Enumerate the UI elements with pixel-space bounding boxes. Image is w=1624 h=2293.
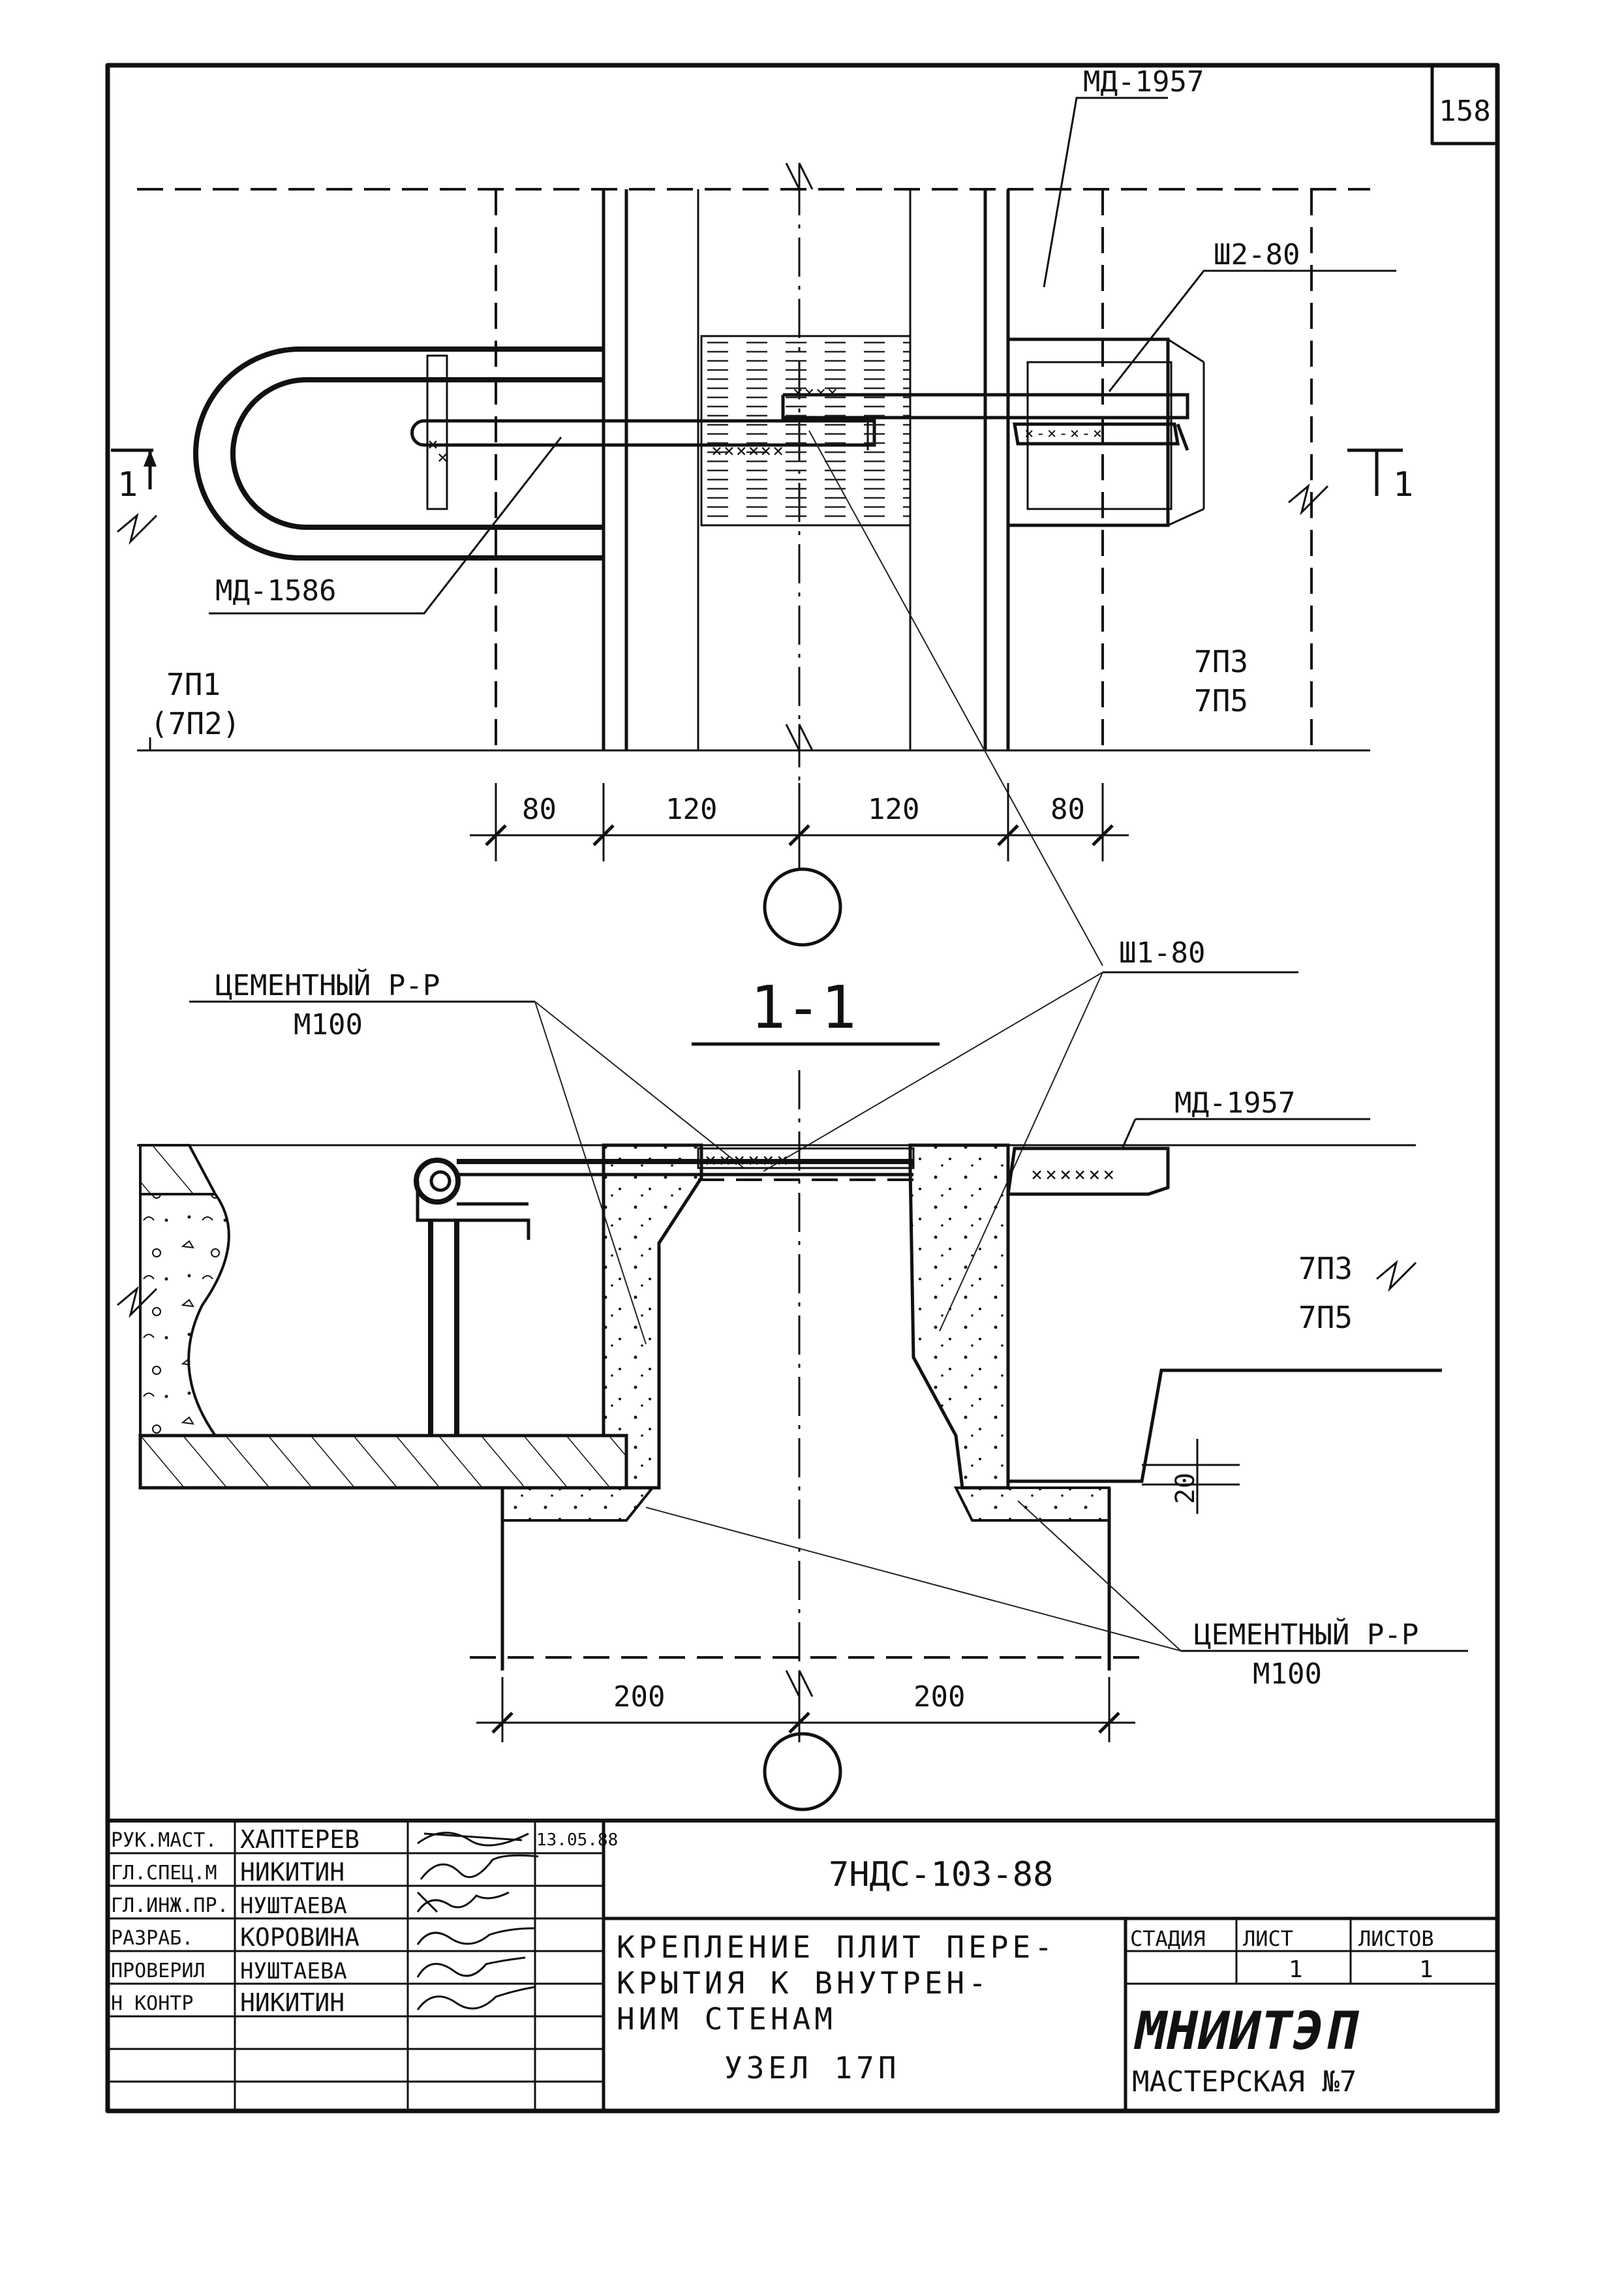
label-plan-left-panels-2: (7П2) [150, 706, 240, 741]
name-0: ХАПТЕРЕВ [240, 1825, 360, 1854]
organization-name: МНИИТЭП [1133, 2001, 1360, 2061]
svg-text:×: × [427, 433, 438, 455]
name-3: КОРОВИНА [240, 1923, 360, 1952]
label-plan-right-panels-1: 7П3 [1194, 644, 1248, 679]
sheets-label: ЛИСТОВ [1358, 1926, 1434, 1951]
role-1: ГЛ.СПЕЦ.М [111, 1862, 217, 1885]
name-1: НИКИТИН [240, 1858, 345, 1886]
role-5: Н КОНТР [111, 1992, 193, 2015]
svg-text:200: 200 [613, 1680, 665, 1714]
role-2: ГЛ.ИНЖ.ПР. [111, 1894, 229, 1917]
sheet-number: 158 [1439, 95, 1490, 128]
plan-view: × × ×××××× ×××× ×-×-×-× 1 1 [111, 65, 1413, 966]
svg-text:120: 120 [666, 793, 717, 826]
role-4: ПРОВЕРИЛ [111, 1960, 206, 1982]
label-gap: 20 [1171, 1473, 1201, 1504]
sign-date: 13.05.88 [536, 1830, 618, 1850]
role-0: РУК.МАСТ. [111, 1829, 217, 1852]
role-3: РАЗРАБ. [111, 1927, 193, 1950]
drawing-title-line-0: КРЕПЛЕНИЕ ПЛИТ ПЕРЕ- [617, 1930, 1056, 1965]
title-block: РУК.МАСТ. ГЛ.СПЕЦ.М ГЛ.ИНЖ.ПР. РАЗРАБ. П… [106, 1819, 1499, 2113]
workshop-name: МАСТЕРСКАЯ №7 [1132, 2065, 1356, 2099]
label-section-right-panels-1: 7П3 [1298, 1251, 1353, 1286]
drawing-title-line-2: НИМ СТЕНАМ [617, 2001, 836, 2037]
drawing-title-line-3: УЗЕЛ 17П [724, 2050, 900, 2085]
hatched-plate [700, 335, 912, 527]
label-md1957-top: МД-1957 [1083, 65, 1204, 99]
sheet-value: 1 [1289, 1956, 1303, 1983]
svg-text:1: 1 [117, 465, 138, 504]
axis-marker-bottom [763, 1732, 842, 1811]
svg-text:×-×-×-×: ×-×-×-× [1024, 424, 1104, 442]
svg-text:80: 80 [1050, 793, 1085, 826]
label-sh2-80: Ш2-80 [1214, 238, 1300, 271]
svg-text:200: 200 [913, 1680, 965, 1714]
section-title: 1-1 [750, 974, 857, 1042]
document-code: 7НДС-103-88 [829, 1855, 1053, 1894]
label-md1957-section: МД-1957 [1174, 1086, 1295, 1120]
name-4: НУШТАЕВА [240, 1958, 347, 1984]
signatures [416, 1832, 539, 2010]
label-cement-bottom-2: М100 [1253, 1657, 1322, 1691]
sheet-number-box: 158 [1430, 63, 1499, 146]
sheets-value: 1 [1419, 1956, 1433, 1983]
svg-text:××××××: ×××××× [1031, 1163, 1117, 1186]
stage-label: СТАДИЯ [1130, 1926, 1206, 1951]
sheet-label: ЛИСТ [1243, 1926, 1293, 1951]
drawing-title-line-1: КРЫТИЯ К ВНУТРЕН- [617, 1965, 990, 2001]
axis-marker-top [763, 867, 842, 947]
name-2: НУШТАЕВА [240, 1893, 347, 1919]
plan-dimension-chain: 80 120 120 80 [470, 783, 1129, 861]
label-plan-left-panels-1: 7П1 [166, 667, 221, 702]
label-cement-top-2: М100 [294, 1008, 363, 1041]
section-mark-left: 1 [111, 448, 157, 504]
section-mark-right: 1 [1347, 448, 1413, 504]
label-cement-bottom-1: ЦЕМЕНТНЫЙ Р-Р [1194, 1617, 1418, 1652]
svg-text:80: 80 [522, 793, 557, 826]
section-dimension-chain: 200 200 [476, 1677, 1135, 1742]
svg-text:120: 120 [868, 793, 919, 826]
label-plan-right-panels-2: 7П5 [1194, 683, 1248, 718]
section-view: 1-1 ЦЕМЕНТНЫЙ Р-Р М100 Ш1-80 МД-1957 [117, 936, 1468, 1811]
label-md1586: МД-1586 [215, 574, 336, 608]
label-section-right-panels-2: 7П5 [1298, 1300, 1353, 1335]
svg-text:××××××: ×××××× [711, 440, 785, 461]
svg-text:××××: ×××× [793, 383, 839, 403]
name-5: НИКИТИН [240, 1988, 345, 2017]
label-cement-top-1: ЦЕМЕНТНЫЙ Р-Р [215, 968, 440, 1002]
svg-text:××××××: ×××××× [705, 1149, 791, 1172]
label-sh1-80: Ш1-80 [1119, 936, 1205, 970]
svg-text:1: 1 [1393, 465, 1413, 504]
svg-text:×: × [437, 446, 448, 468]
